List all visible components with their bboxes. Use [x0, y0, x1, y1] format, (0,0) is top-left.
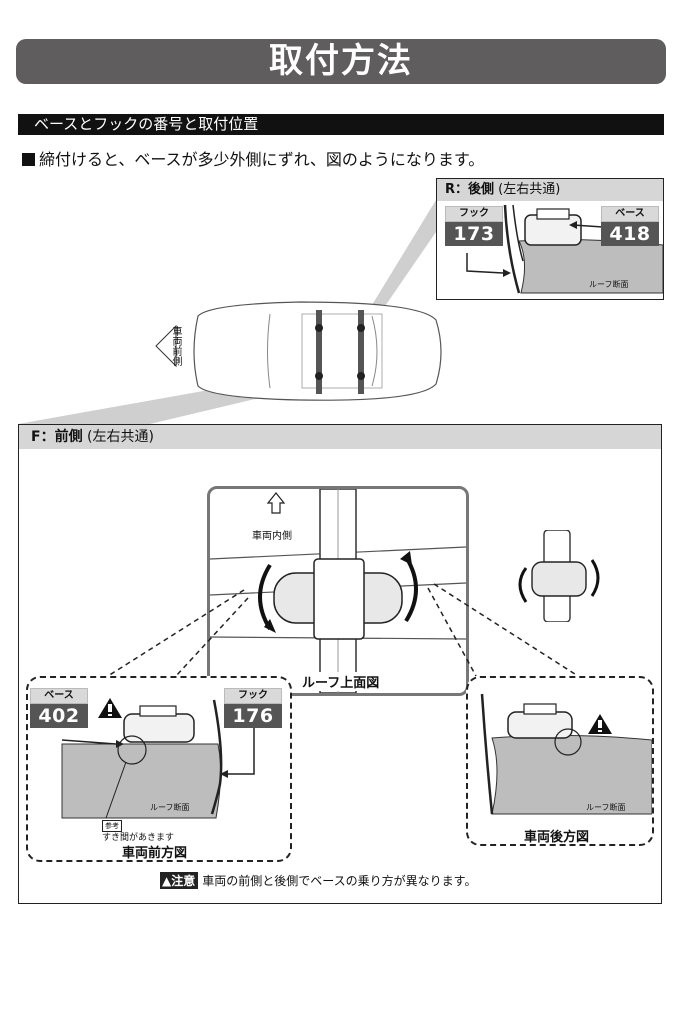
hook-label: フック: [445, 206, 503, 222]
bullet-square-icon: [22, 153, 35, 166]
roof-top-view-caption: ルーフ上面図: [298, 672, 384, 691]
reference-tag: 参考: [102, 820, 122, 832]
instruction-text: 締付けると、ベースが多少外側にずれ、図のようになります。: [39, 150, 485, 169]
hook-number: 173: [445, 222, 503, 246]
car-direction-label: 車両前側: [170, 326, 181, 366]
rear-roof-section-label: ルーフ断面: [589, 280, 629, 289]
rear-roof-section-label: ルーフ断面: [586, 803, 626, 812]
caution-text: 車両の前側と後側でベースの乗り方が異なります。: [202, 874, 477, 888]
hook-173-tag: フック 173: [445, 206, 503, 246]
rear-callout-beam: [372, 200, 436, 312]
rotation-diagram: [518, 530, 600, 622]
base-number: 418: [601, 222, 659, 246]
caution-chip-label: 注意: [171, 874, 196, 888]
roof-top-view-box: 車両内側: [207, 486, 469, 696]
caution-note: ▲注意車両の前側と後側でベースの乗り方が異なります。: [160, 872, 476, 889]
front-view-diagram: [61, 698, 255, 819]
front-heading-note: (左右共通): [87, 429, 154, 445]
front-roof-section-label: ルーフ断面: [150, 803, 190, 812]
rear-heading-bold: R：後側: [445, 182, 495, 197]
rear-view-diagram: [480, 693, 652, 815]
front-heading-bold: F：前側: [31, 429, 83, 445]
rear-view-detail: ルーフ断面 車両後方図: [466, 676, 654, 846]
caution-chip: ▲注意: [160, 872, 199, 889]
front-view-detail: ベース 402 フック 176 ルーフ断面 参考 すき間があきます 車両前方図: [26, 676, 292, 862]
base-label: ベース: [30, 688, 88, 704]
instruction: 締付けると、ベースが多少外側にずれ、図のようになります。: [22, 146, 484, 170]
front-detail-panel: F：前側 (左右共通): [18, 424, 662, 904]
hook-176-tag: フック 176: [224, 688, 282, 728]
rear-detail-panel: R：後側 (左右共通) フック 173 ベース 418 ルーフ断面: [436, 178, 664, 300]
hook-label: フック: [224, 688, 282, 704]
car-top-view: [155, 301, 442, 401]
inner-side-label: 車両内側: [252, 531, 292, 542]
base-402-tag: ベース 402: [30, 688, 88, 728]
rear-panel-heading: R：後側 (左右共通): [437, 179, 663, 201]
gap-note: すき間があきます: [102, 833, 175, 843]
front-panel-heading: F：前側 (左右共通): [19, 425, 661, 449]
base-number: 402: [30, 704, 88, 728]
rear-heading-note: (左右共通): [498, 182, 561, 197]
roof-top-diagram: [210, 489, 466, 693]
section-title: ベースとフックの番号と取付位置: [18, 114, 664, 135]
base-label: ベース: [601, 206, 659, 222]
front-view-caption: 車両前方図: [122, 846, 188, 861]
rear-view-caption: 車両後方図: [524, 830, 590, 845]
base-418-tag: ベース 418: [601, 206, 659, 246]
hook-number: 176: [224, 704, 282, 728]
page-title: 取付方法: [16, 39, 666, 84]
